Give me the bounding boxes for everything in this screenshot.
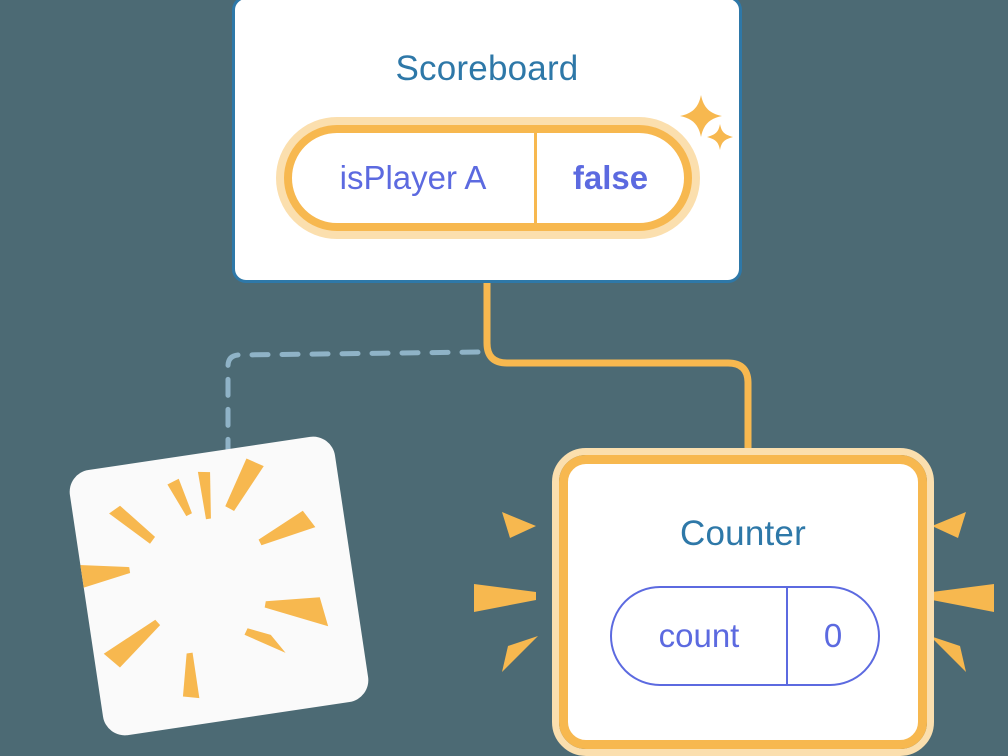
- scoreboard-state-pill[interactable]: isPlayer A false: [284, 125, 692, 231]
- burst-ray: [103, 619, 161, 668]
- burst-ray: [76, 564, 131, 589]
- counter-state-value: 0: [823, 617, 843, 654]
- burst-ray: [502, 512, 536, 538]
- scoreboard-pill-divider: [534, 125, 537, 231]
- burst-ray: [244, 628, 286, 653]
- burst-ray: [258, 510, 316, 546]
- counter-state-pill[interactable]: count 0: [610, 586, 880, 686]
- scoreboard-state-pill-wrapper[interactable]: isPlayer A false: [276, 117, 700, 239]
- sparkle-large-icon: [680, 95, 722, 137]
- flashing-card-burst-rays: [76, 458, 329, 699]
- burst-ray: [932, 512, 966, 538]
- burst-ray: [264, 597, 329, 627]
- burst-ray: [225, 458, 264, 511]
- scoreboard-pill-halo: [276, 117, 700, 239]
- burst-ray: [167, 478, 192, 517]
- burst-ray: [502, 636, 538, 672]
- burst-ray: [109, 505, 156, 544]
- burst-ray: [182, 652, 200, 699]
- counter-title: Counter: [680, 514, 806, 553]
- scoreboard-state-value: false: [572, 159, 649, 196]
- burst-ray: [474, 584, 536, 612]
- scoreboard-state-key: isPlayer A: [339, 159, 487, 196]
- solid-connector-to-counter: [483, 283, 752, 456]
- scoreboard-title: Scoreboard: [395, 49, 579, 88]
- burst-ray: [930, 636, 966, 672]
- burst-ray: [197, 471, 211, 520]
- counter-state-key: count: [658, 617, 740, 654]
- counter-pill-divider: [786, 586, 788, 686]
- burst-ray: [932, 584, 994, 612]
- counter-burst-rays: [474, 512, 994, 672]
- sparkle-small-icon: [707, 124, 733, 150]
